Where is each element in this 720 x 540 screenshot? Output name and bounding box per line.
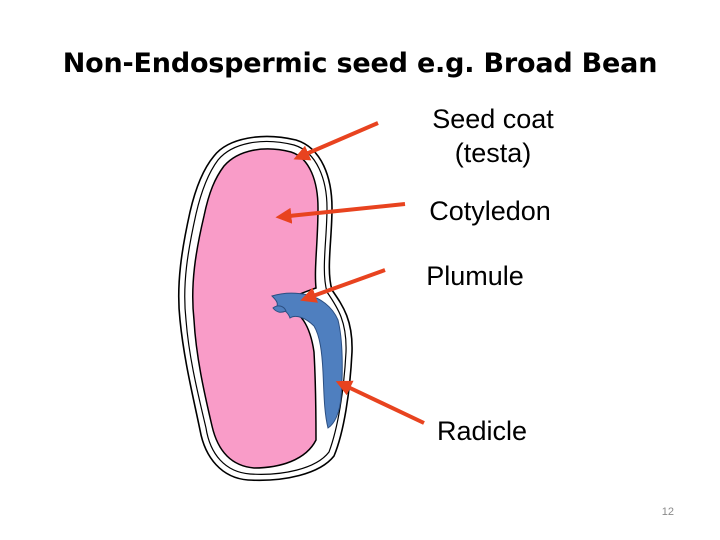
- cotyledon-shape: [192, 148, 319, 469]
- cotyledon-label: Cotyledon: [429, 196, 551, 226]
- plumule-arrow: [300, 268, 386, 303]
- radicle-label: Radicle: [436, 416, 528, 446]
- radicle-arrow: [335, 380, 425, 425]
- seed-coat-arrow: [293, 121, 379, 161]
- seed-coat-label: Seed coat (testa): [405, 102, 581, 170]
- plumule-leaflet: [272, 305, 287, 313]
- seed-coat-inner: [184, 140, 347, 475]
- cotyledon-arrow: [275, 202, 406, 224]
- page-number: 12: [661, 506, 674, 518]
- slide-title: Non-Endospermic seed e.g. Broad Bean: [62, 48, 658, 79]
- plumule-label: Plumule: [426, 261, 524, 291]
- seed-coat-label-line1: Seed coat: [432, 104, 554, 134]
- seed-coat-label-line2: (testa): [454, 138, 532, 168]
